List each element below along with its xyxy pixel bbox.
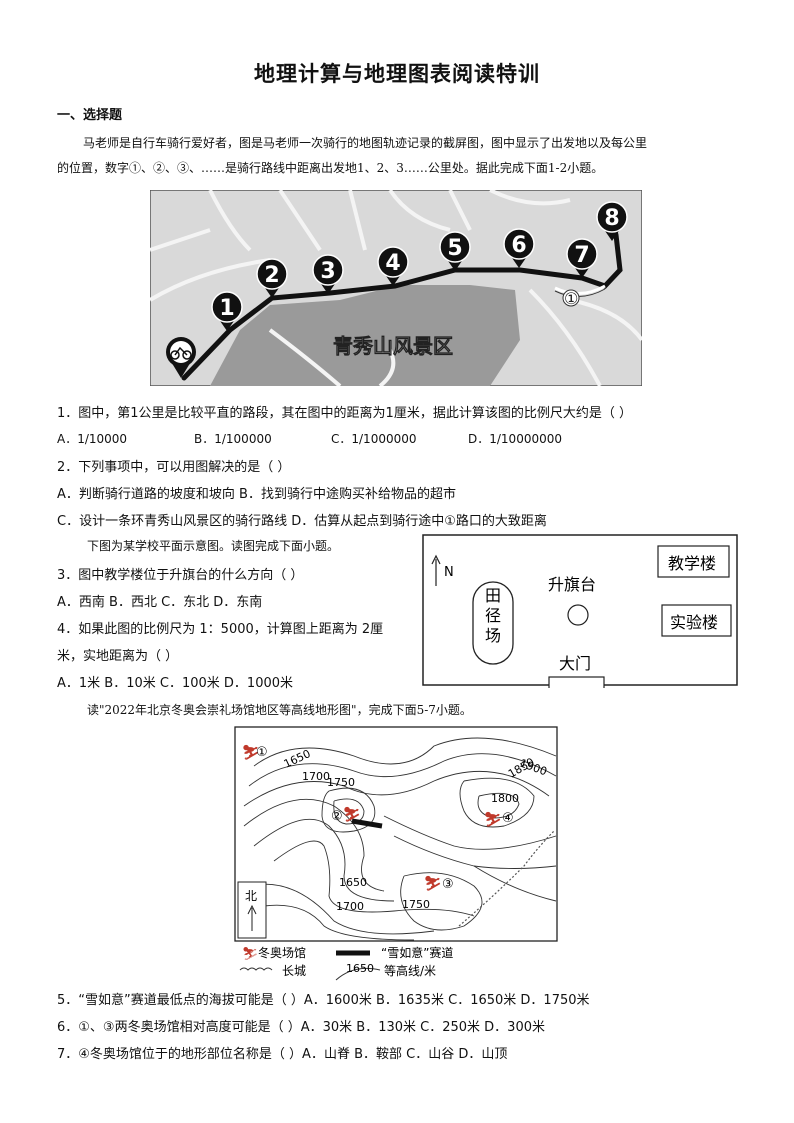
intro-1-line-2: 的位置，数字①、②、③、……是骑行路线中距离出发地1、2、3……公里处。据此完成… bbox=[57, 161, 604, 175]
intro-paragraph-1: 马老师是自行车骑行爱好者，图是马老师一次骑行的地图轨迹记录的截屏图，图中显示了出… bbox=[57, 131, 697, 181]
scenic-area bbox=[210, 285, 520, 386]
school-plan-map: N 田 径 场 升旗台 教学楼 实验楼 大门 bbox=[422, 534, 738, 688]
road-network bbox=[150, 190, 642, 386]
legend-wall-symbol bbox=[239, 967, 273, 971]
question-7: 7．④冬奥场馆位于的地形部位名称是（ ）A．山脊 B．鞍部 C．山谷 D．山顶 bbox=[57, 1047, 508, 1062]
track-char-2: 径 bbox=[485, 606, 501, 625]
km-marker-label: 3 bbox=[320, 259, 335, 284]
north-label: 北 bbox=[245, 889, 257, 903]
page-title: 地理计算与地理图表阅读特训 bbox=[254, 62, 540, 86]
lab-building bbox=[661, 604, 732, 637]
question-1: 1．图中，第1公里是比较平直的路段，其在图中的距离为1厘米，据此计算该图的比例尺… bbox=[57, 406, 632, 421]
legend-track-label: “雪如意”赛道 bbox=[381, 945, 453, 960]
contour-label-1650-mid: 1650 bbox=[339, 876, 367, 889]
venue-2-label: ② bbox=[331, 809, 343, 824]
km-marker-label: 1 bbox=[219, 296, 234, 321]
question-2-options-cd: C．设计一条环青秀山风景区的骑行路线 D．估算从起点到骑行途中①路口的大致距离 bbox=[57, 514, 547, 529]
venue-4-label: ④ bbox=[502, 811, 514, 826]
km-marker-label: 2 bbox=[264, 263, 279, 288]
question-1-options: A．1/10000 B．1/100000 C．1/1000000 D．1/100000… bbox=[57, 430, 562, 447]
contour-label-1700-top: 1700 bbox=[302, 770, 330, 783]
question-4-line-2: 米，实地距离为（ ） bbox=[57, 649, 179, 664]
venue-4-icon: ⛷ bbox=[484, 811, 502, 828]
intro-paragraph-3: 读"2022年北京冬奥会崇礼场馆地区等高线地形图"，完成下面5-7小题。 bbox=[87, 703, 472, 717]
cycling-route-map: 1 2 3 4 5 6 78 青秀山风景区 ① bbox=[150, 190, 642, 386]
km-marker-7: 7 bbox=[566, 238, 598, 278]
legend-contour-label: 等高线/米 bbox=[384, 963, 436, 978]
km-marker-5: 5 bbox=[439, 231, 471, 271]
cycling-route bbox=[181, 217, 623, 381]
scenic-area-label: 青秀山风景区 bbox=[333, 334, 453, 358]
q1-option-c: C．1/1000000 bbox=[331, 432, 417, 446]
venue-3-label: ③ bbox=[442, 877, 454, 892]
q1-option-a: A．1/10000 bbox=[57, 432, 128, 446]
contour-lines bbox=[243, 737, 557, 941]
km-marker-8: 8 bbox=[596, 201, 628, 241]
question-4-options: A．1米 B．10米 C．100米 D．1000米 bbox=[57, 676, 294, 691]
track-char-3: 场 bbox=[485, 626, 501, 645]
lab-building-label: 实验楼 bbox=[670, 613, 718, 632]
legend-venue-label: 冬奥场馆 bbox=[258, 945, 306, 960]
question-3: 3．图中教学楼位于升旗台的什么方向（ ） bbox=[57, 568, 304, 583]
question-2-options-ab: A．判断骑行道路的坡度和坡向 B．找到骑行中途购买补给物品的超市 bbox=[57, 487, 456, 502]
track-char-1: 田 bbox=[485, 586, 501, 605]
q1-option-b: B．1/100000 bbox=[194, 432, 272, 446]
question-5: 5．“雪如意”赛道最低点的海拔可能是（ ）A．1600米 B．1635米 C．1… bbox=[57, 993, 590, 1008]
teaching-building-label: 教学楼 bbox=[668, 554, 716, 573]
venue-3-icon: ⛷ bbox=[424, 875, 442, 892]
contour-label-1700-bottom: 1700 bbox=[336, 900, 364, 913]
km-marker-label: 8 bbox=[604, 206, 619, 231]
north-label: N bbox=[444, 565, 454, 580]
km-marker-label: 4 bbox=[385, 251, 400, 276]
great-wall bbox=[458, 830, 555, 927]
km-marker-6: 6 bbox=[503, 228, 535, 268]
teaching-building bbox=[657, 545, 730, 578]
venue-2-icon: ⛷ bbox=[343, 806, 361, 823]
legend-wall-label: 长城 bbox=[282, 964, 306, 978]
legend-venue-icon: ⛷ bbox=[242, 947, 259, 962]
snow-ruyi-track bbox=[351, 818, 383, 829]
contour-map: 1650 1700 1750 1900 1850 1800 1650 1700 … bbox=[234, 726, 558, 981]
intro-1-line-1: 马老师是自行车骑行爱好者，图是马老师一次骑行的地图轨迹记录的截屏图，图中显示了出… bbox=[83, 136, 648, 150]
question-3-options: A．西南 B．西北 C．东北 D．东南 bbox=[57, 595, 263, 610]
q1-option-d: D．1/10000000 bbox=[468, 432, 562, 446]
km-marker-label: 5 bbox=[447, 236, 462, 261]
question-6: 6．①、③两冬奥场馆相对高度可能是（ ）A．30米 B．130米 C．250米 … bbox=[57, 1020, 545, 1035]
legend-contour-symbol bbox=[335, 967, 381, 981]
contour-label-1750-bottom: 1750 bbox=[402, 898, 430, 911]
gate-label: 大门 bbox=[559, 654, 591, 673]
intro-paragraph-2: 下图为某学校平面示意图。读图完成下面小题。 bbox=[87, 539, 340, 553]
km-marker-4: 4 bbox=[377, 246, 409, 286]
gate bbox=[548, 676, 605, 688]
venue-1-icon: ⛷ bbox=[242, 744, 260, 761]
question-4-line-1: 4．如果此图的比例尺为 1：5000，计算图上距离为 2厘 bbox=[57, 622, 384, 637]
legend-contour-value: 1650 bbox=[346, 962, 374, 975]
km-marker-label: 6 bbox=[511, 233, 526, 258]
km-marker-1: 1 bbox=[211, 291, 243, 331]
flag-platform bbox=[567, 604, 589, 626]
km-marker-3: 3 bbox=[312, 254, 344, 294]
km-marker-2: 2 bbox=[256, 258, 288, 298]
question-2: 2．下列事项中，可以用图解决的是（ ） bbox=[57, 460, 291, 475]
contour-label-1800: 1800 bbox=[491, 792, 519, 805]
venue-1-label: ① bbox=[256, 745, 268, 760]
start-marker bbox=[166, 337, 196, 378]
junction-1-label: ① bbox=[564, 289, 578, 308]
flag-platform-label: 升旗台 bbox=[548, 575, 596, 594]
section-heading: 一、选择题 bbox=[57, 108, 123, 123]
track-field bbox=[472, 581, 514, 665]
km-marker-label: 7 bbox=[574, 243, 589, 268]
contour-label-1750-top: 1750 bbox=[327, 776, 355, 789]
